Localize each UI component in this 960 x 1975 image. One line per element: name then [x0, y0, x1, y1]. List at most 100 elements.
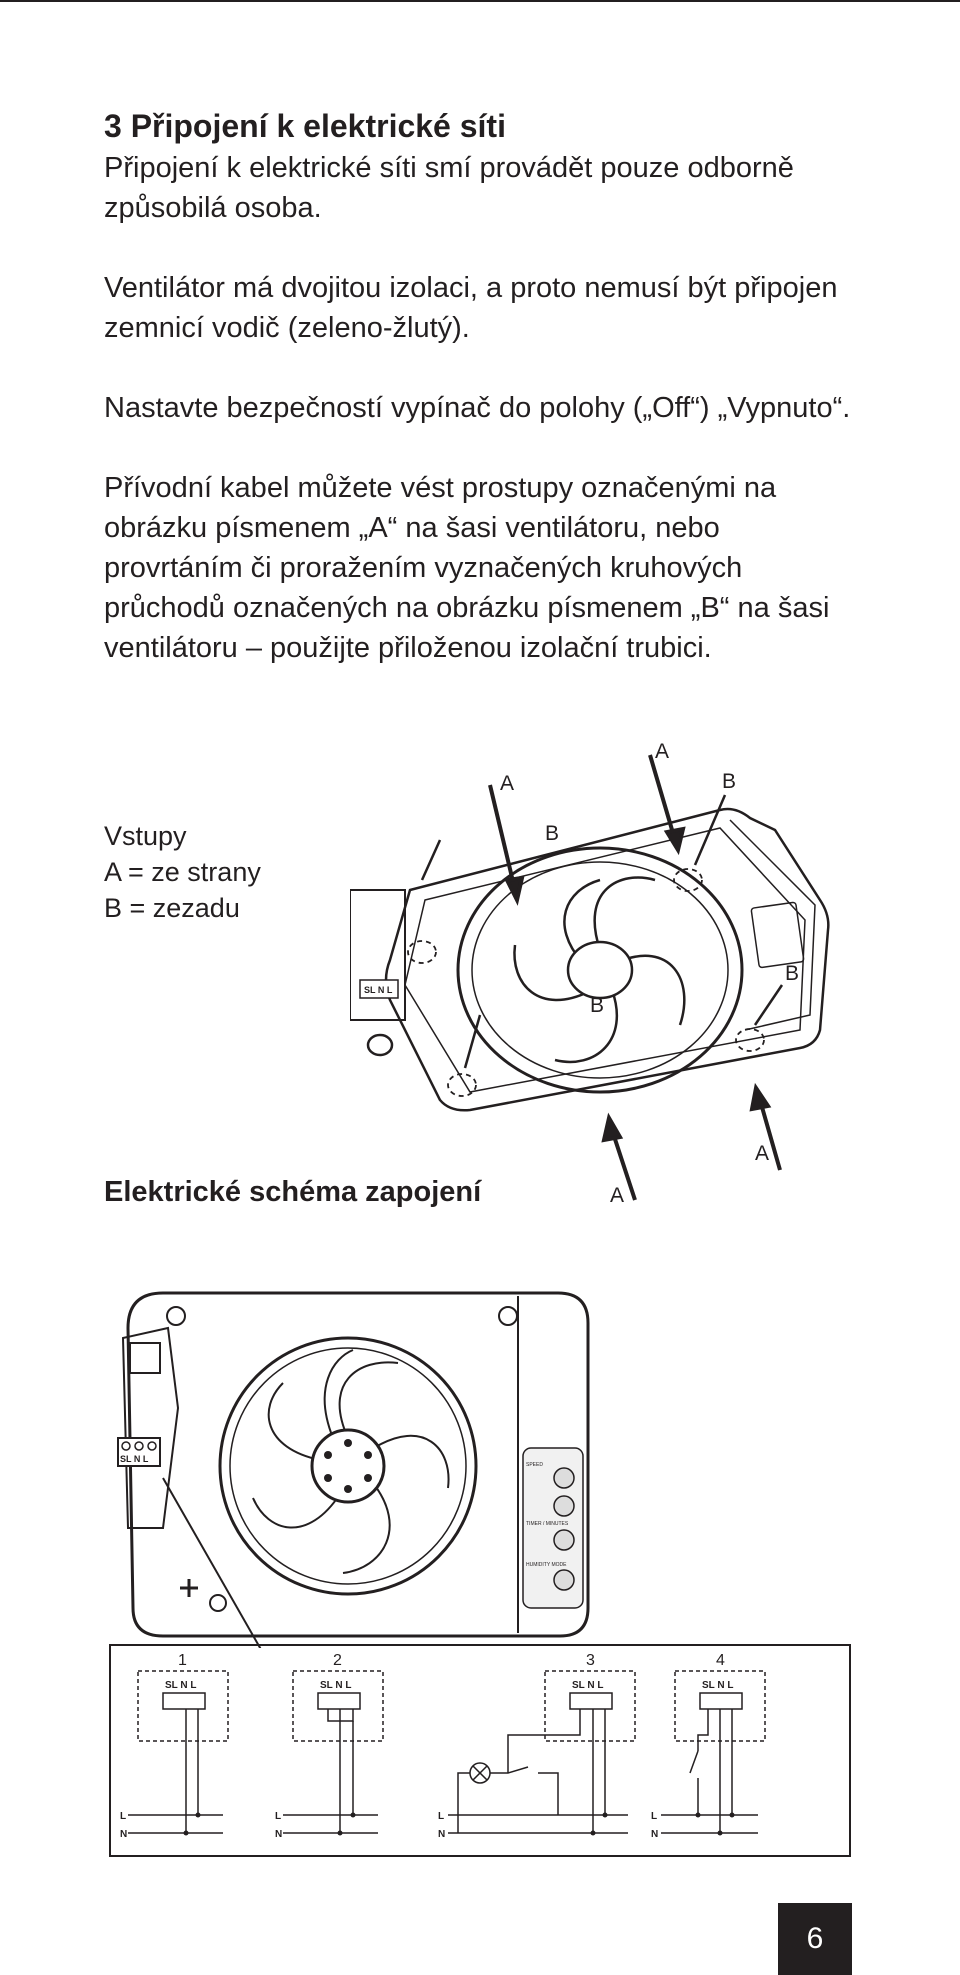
line-n-label-1: N [120, 1829, 127, 1840]
junction [183, 1830, 189, 1836]
fan-blade [338, 1361, 399, 1439]
hub-hole [344, 1485, 352, 1493]
terminal-block [359, 979, 399, 999]
diagram-number-3: 3 [586, 1652, 595, 1669]
arrow-a-4-head [749, 1082, 772, 1112]
terminal-label-2: SL N L [320, 1680, 351, 1691]
control-area [729, 819, 816, 1031]
paragraph-1: Připojení k elektrické síti smí provádět… [104, 152, 794, 224]
inputs-legend-b: B = zezadu [104, 893, 240, 923]
paragraph-4: Přívodní kabel můžete vést prostupy ozna… [104, 472, 830, 664]
label-b-2: B [722, 770, 736, 793]
wiring-frame [109, 1644, 851, 1857]
line-l-label-2: L [275, 1811, 281, 1822]
arrow-a-3 [610, 1129, 637, 1201]
terminal-label-1: SL N L [165, 1680, 196, 1691]
pointer-line [162, 1477, 262, 1648]
switch-4 [689, 1750, 699, 1774]
fan-blade [563, 878, 601, 963]
section-title: 3 Připojení k elektrické síti [104, 108, 506, 144]
label-b-4: B [590, 994, 604, 1017]
hub-hole [324, 1451, 332, 1459]
arrow-a-3-head [601, 1112, 624, 1143]
line-l-label-4: L [651, 1811, 657, 1822]
inputs-legend-a: A = ze strany [104, 857, 261, 887]
label-b-1: B [545, 822, 559, 845]
arrow-a-4 [758, 1099, 782, 1171]
fan-hub [310, 1428, 386, 1504]
fan-blade [252, 1493, 341, 1529]
label-a-4: A [755, 1142, 769, 1165]
hub-hole [364, 1451, 372, 1459]
humidity-button [553, 1569, 575, 1591]
lamp-cross [472, 1765, 488, 1781]
hub-hole [324, 1474, 332, 1482]
terminal-screw [134, 1441, 144, 1451]
terminal-strip-4 [699, 1692, 743, 1710]
junction [337, 1830, 343, 1836]
page-number: 6 [778, 1903, 852, 1975]
terminal-box-3 [544, 1670, 636, 1742]
knockout-b-1 [407, 940, 437, 964]
screw-top-left [166, 1306, 186, 1326]
fan-ring-inner [229, 1347, 467, 1585]
line-n-label-3: N [438, 1829, 445, 1840]
screw-top-right [498, 1306, 518, 1326]
terminal-housing [121, 1326, 180, 1529]
fan-blade [267, 1382, 321, 1461]
terminal-label: SL N L [120, 1454, 149, 1464]
terminal-label: SL N L [364, 985, 393, 995]
terminal-screw [147, 1441, 157, 1451]
line-n-label-4: N [651, 1829, 658, 1840]
hub-hole [364, 1474, 372, 1482]
paragraph-3: Nastavte bezpečností vypínač do polohy (… [104, 392, 851, 424]
junction [350, 1812, 356, 1818]
speed-button-2 [553, 1495, 575, 1517]
terminal-label-3: SL N L [572, 1680, 603, 1691]
arrow-a-2-head [663, 826, 686, 856]
paragraph-2: Ventilátor má dvojitou izolaci, a proto … [104, 272, 838, 344]
wiring-title: Elektrické schéma zapojení [104, 1176, 482, 1208]
arrow-a-1-head [503, 875, 525, 906]
label-b-3: B [785, 962, 799, 985]
inputs-legend: Vstupy A = ze strany B = zezadu [104, 818, 261, 926]
arrow-a-1 [488, 784, 517, 891]
inputs-legend-title: Vstupy [104, 821, 187, 851]
arrow-b-2 [693, 794, 727, 866]
fan-hub [566, 940, 634, 1000]
mount-cross [180, 1579, 198, 1597]
junction [602, 1812, 608, 1818]
top-rule [0, 0, 960, 2]
arrow-b-1 [420, 839, 442, 881]
screw-bottom [209, 1594, 227, 1612]
fan-ring [218, 1336, 478, 1596]
cable-gland [366, 1033, 394, 1057]
junction [590, 1830, 596, 1836]
label-a-2: A [655, 740, 669, 763]
terminal-strip-2 [317, 1692, 361, 1710]
speed-button [553, 1467, 575, 1489]
knockout-b-2 [673, 868, 703, 892]
knockout-b-3 [735, 1028, 765, 1052]
control-panel [522, 1447, 584, 1609]
section-content: 3 Připojení k elektrické síti Připojení … [104, 104, 864, 708]
switch-housing [350, 889, 406, 1021]
panel-label-timer: TIMER / MINUTES [526, 1521, 569, 1527]
junction [717, 1830, 723, 1836]
switch-box [129, 1342, 161, 1374]
terminal-strip-1 [162, 1692, 206, 1710]
wire-sl-3 [507, 1709, 581, 1773]
terminal-strip-3 [569, 1692, 613, 1710]
cable-entry-figure: SL N L off on A A A A B B B B [350, 740, 830, 1207]
fan-ring [456, 846, 744, 1094]
arrow-b-3 [753, 984, 784, 1026]
terminal-label-4: SL N L [702, 1680, 733, 1691]
control-panel [750, 901, 805, 969]
label-a-3: A [610, 1184, 624, 1207]
terminal-screw [121, 1441, 131, 1451]
fan-blade [554, 989, 619, 1064]
diagram-number-2: 2 [333, 1652, 342, 1669]
fan-blade [323, 1349, 354, 1439]
terminal-box-1 [137, 1670, 229, 1742]
junction [729, 1812, 735, 1818]
